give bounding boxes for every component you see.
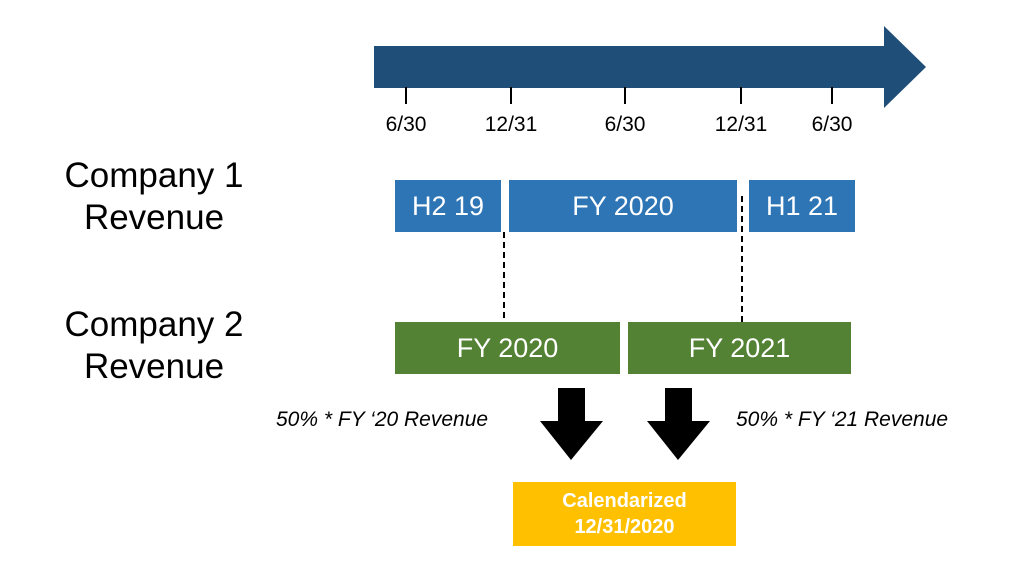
result-line1: Calendarized [562,490,687,512]
timeline-arrow [374,26,926,108]
company1-label-line1: Company 1 [64,156,244,195]
company1-bar-h1-21: H1 21 [749,180,855,232]
tick-label-2: 12/31 [484,113,538,136]
tick-label-1: 6/30 [385,113,427,136]
company2-bar-fy-2020: FY 2020 [395,322,620,374]
tick-label-3: 6/30 [604,113,646,136]
calendarized-result-box: Calendarized 12/31/2020 [513,482,736,546]
down-arrow-left-icon [540,388,603,460]
company2-bar-fy-2021: FY 2021 [628,322,851,374]
company2-label: Company 2 Revenue [24,304,284,388]
annotation-right: 50% * FY ‘21 Revenue [736,408,949,431]
tick-label-5: 6/30 [811,113,853,136]
company2-label-line1: Company 2 [64,305,244,344]
annotation-left: 50% * FY ‘20 Revenue [276,408,489,431]
down-arrow-right-icon [647,388,710,460]
company1-label: Company 1 Revenue [24,155,284,239]
company2-label-line2: Revenue [83,347,225,386]
company1-bar-fy-2020: FY 2020 [509,180,737,232]
company1-label-line2: Revenue [83,198,225,237]
result-line2: 12/31/2020 [574,516,675,538]
tick-label-4: 12/31 [714,113,768,136]
company1-bar-h2-19: H2 19 [395,180,501,232]
